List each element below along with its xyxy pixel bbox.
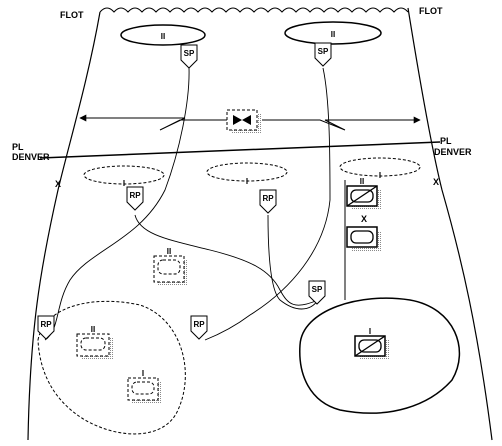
- flot-unit-right-echelon: II: [331, 30, 335, 39]
- sp-marker-2-label: SP: [318, 47, 329, 56]
- control-line: [80, 117, 420, 131]
- route-sp1: [44, 67, 190, 341]
- route-sp2: [204, 67, 331, 341]
- unit-symbol-d-echelon: II: [167, 247, 171, 256]
- unit-symbol-e-echelon: II: [91, 325, 95, 334]
- flot-unit-left-echelon: II: [161, 32, 165, 41]
- phase-line-denver: [39, 141, 441, 159]
- sp-marker-1: SP: [180, 44, 198, 69]
- flot-line: [99, 7, 409, 13]
- sp-marker-3: SP: [308, 280, 326, 305]
- assembly-area-lower-right: [299, 297, 461, 414]
- pl-left-line1: PL: [12, 142, 24, 152]
- route-rp2: [267, 214, 319, 310]
- assembly-area-mid: [206, 162, 288, 182]
- flot-unit-left: [120, 24, 206, 46]
- rp-marker-3: RP: [37, 315, 55, 340]
- unit-symbol-e: II: [76, 325, 113, 360]
- right-boundary: [407, 7, 493, 441]
- x-mark-right: X: [433, 177, 439, 187]
- sp-marker-2: SP: [314, 42, 332, 67]
- unit-symbol-c: I: [354, 327, 389, 360]
- rp-marker-1-label: RP: [129, 191, 141, 200]
- rp-marker-2-label: RP: [262, 194, 274, 203]
- unit-symbol-f-echelon: I: [142, 369, 144, 378]
- unit-symbol-a-echelon: II: [360, 177, 364, 186]
- unit-symbol-b: [346, 226, 381, 251]
- rp-marker-2: RP: [259, 189, 277, 214]
- route-rp1: [134, 214, 319, 306]
- flot-label-right: FLOT: [419, 6, 443, 16]
- pl-right-line1: PL: [440, 136, 452, 146]
- rp-marker-1: RP: [126, 186, 144, 211]
- unit-symbol-f: I: [127, 369, 162, 404]
- left-boundary: [27, 11, 101, 441]
- rp-marker-3-label: RP: [40, 320, 52, 329]
- sp-marker-1-label: SP: [184, 49, 195, 58]
- unit-symbol-a: II: [346, 177, 381, 210]
- rp-marker-4: RP: [190, 315, 208, 340]
- rp-marker-4-label: RP: [193, 320, 205, 329]
- assembly-area-mid-echelon: I: [246, 177, 248, 186]
- obstacle-bowtie-icon: [233, 115, 251, 125]
- x-mark-mid: X: [361, 214, 367, 224]
- assembly-area-left-echelon: I: [123, 179, 125, 188]
- assembly-area-right: [339, 157, 421, 177]
- pl-left-line2: DENVER: [12, 152, 50, 162]
- unit-symbol-d: II: [153, 247, 188, 286]
- flot-unit-right: [284, 21, 382, 45]
- assembly-area-lower-left: [37, 300, 186, 435]
- unit-symbol-c-echelon: I: [369, 327, 371, 336]
- flot-label-left: FLOT: [60, 10, 84, 20]
- assembly-area-right-echelon: I: [379, 171, 381, 180]
- pl-right-line2: DENVER: [434, 147, 472, 157]
- assembly-area-left: [83, 165, 165, 185]
- x-mark-left: X: [55, 179, 61, 189]
- sp-marker-3-label: SP: [312, 285, 323, 294]
